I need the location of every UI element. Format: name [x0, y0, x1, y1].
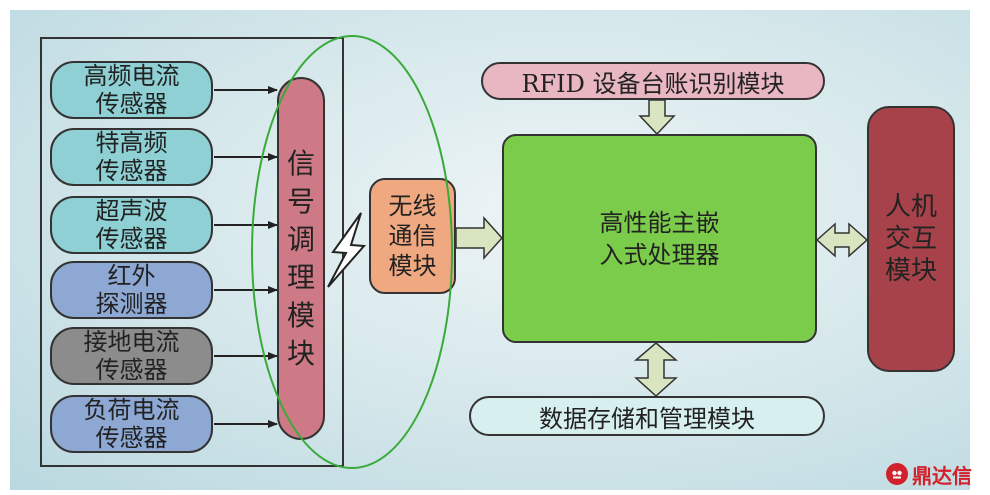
hmi-module: 人机 交互 模块: [867, 106, 955, 372]
lightning-icon: [327, 212, 367, 288]
sensor-infrared: 红外 探测器: [50, 261, 213, 319]
wireless-communication-module: 无线 通信 模块: [369, 178, 456, 294]
signal-conditioning-label: 信号调理模块: [287, 146, 316, 370]
rfid-recognition-module: RFID 设备台账识别模块: [481, 62, 825, 100]
sensor-ultrasonic: 超声波 传感器: [50, 196, 213, 254]
logo-icon: [886, 463, 908, 485]
double-arrow-icon: [633, 342, 679, 398]
data-storage-module: 数据存储和管理模块: [469, 396, 825, 436]
double-arrow-icon: [815, 222, 869, 258]
sensor-load-current: 负荷电流 传感器: [50, 395, 213, 453]
signal-conditioning-module: 信号调理模块: [277, 77, 325, 440]
main-processor: 高性能主嵌 入式处理器: [502, 134, 817, 343]
sensor-uhf: 特高频 传感器: [50, 128, 213, 186]
arrow-down-icon: [638, 99, 676, 136]
watermark-text: 鼎达信: [912, 463, 972, 488]
watermark: 鼎达信: [886, 461, 972, 488]
sensor-high-frequency-current: 高频电流 传感器: [50, 61, 213, 119]
sensor-ground-current: 接地电流 传感器: [50, 327, 213, 385]
arrow-right-icon: [455, 216, 504, 260]
